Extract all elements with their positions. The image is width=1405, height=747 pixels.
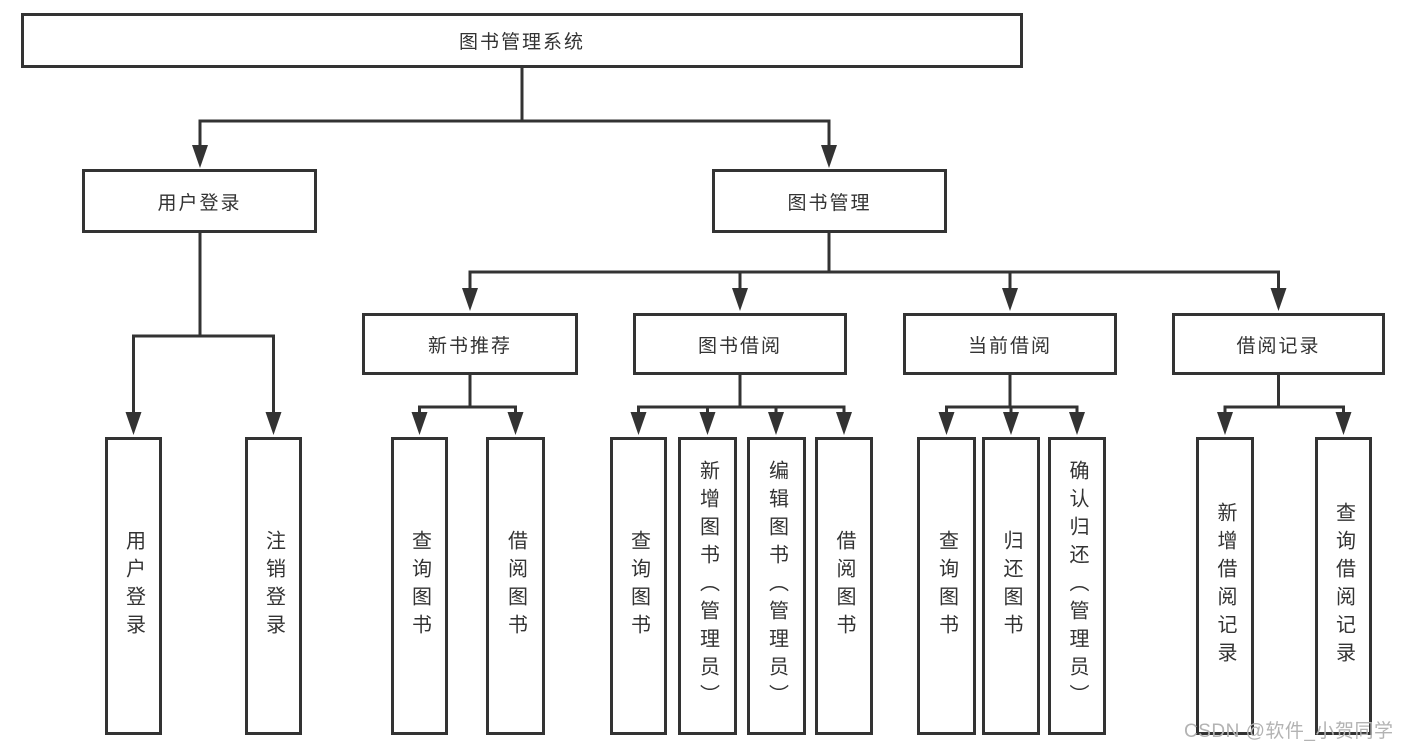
leaf-query-books-recommend-label: 查询图书 [408,530,431,642]
leaf-user-login: 用户登录 [105,437,162,735]
leaf-query-books-recommend: 查询图书 [391,437,448,735]
node-current-borrowing-label: 当前借阅 [967,335,1052,357]
leaf-query-books-borrowing: 查询图书 [610,437,667,735]
connector-book-management-children [462,233,1287,311]
connector-new-book-recommend-children [411,375,524,435]
connector-current-borrowing-children [938,375,1085,435]
leaf-logout-label: 注销登录 [262,530,285,642]
leaf-borrow-books-recommend: 借阅图书 [486,437,545,735]
leaf-query-books-borrowing-label: 查询图书 [627,530,650,642]
leaf-confirm-return-admin: 确认归还（管理员） [1048,437,1106,735]
leaf-borrow-books-borrowing-label: 借阅图书 [833,530,855,642]
node-book-management-label: 图书管理 [787,192,872,214]
leaf-query-books-current-label: 查询图书 [935,530,958,642]
leaf-confirm-return-admin-label: 确认归还（管理员） [1066,460,1088,712]
leaf-borrow-books-recommend-label: 借阅图书 [504,530,527,642]
node-root: 图书管理系统 [21,13,1023,68]
leaf-add-book-admin-label: 新增图书（管理员） [696,460,719,712]
csdn-watermark: CSDN @软件_小贺同学 [1184,721,1394,742]
leaf-edit-book-admin: 编辑图书（管理员） [747,437,806,735]
node-user-login-group-label: 用户登录 [157,192,242,214]
node-book-management: 图书管理 [712,169,947,233]
leaf-borrow-books-borrowing: 借阅图书 [815,437,873,735]
connector-borrowing-records-children [1217,375,1352,435]
leaf-query-borrow-record-label: 查询借阅记录 [1332,502,1355,670]
node-root-label: 图书管理系统 [458,32,585,53]
connector-root-to-level2 [192,68,837,168]
node-borrowing-records: 借阅记录 [1172,313,1385,375]
connector-book-borrowing-children [630,375,852,435]
leaf-add-book-admin: 新增图书（管理员） [678,437,737,735]
leaf-query-borrow-record: 查询借阅记录 [1315,437,1372,735]
leaf-return-books: 归还图书 [982,437,1040,735]
leaf-add-borrow-record: 新增借阅记录 [1196,437,1254,735]
node-book-borrowing-label: 图书借阅 [697,335,782,357]
leaf-add-borrow-record-label: 新增借阅记录 [1214,502,1236,670]
node-new-book-recommend: 新书推荐 [362,313,578,375]
node-user-login-group: 用户登录 [82,169,317,233]
leaf-user-login-label: 用户登录 [122,530,145,642]
connector-user-login-children [125,233,282,435]
node-current-borrowing: 当前借阅 [903,313,1117,375]
leaf-return-books-label: 归还图书 [1000,530,1022,642]
node-new-book-recommend-label: 新书推荐 [427,335,512,357]
leaf-query-books-current: 查询图书 [917,437,976,735]
node-borrowing-records-label: 借阅记录 [1236,335,1321,357]
leaf-edit-book-admin-label: 编辑图书（管理员） [765,460,788,712]
leaf-logout: 注销登录 [245,437,302,735]
node-book-borrowing: 图书借阅 [633,313,847,375]
